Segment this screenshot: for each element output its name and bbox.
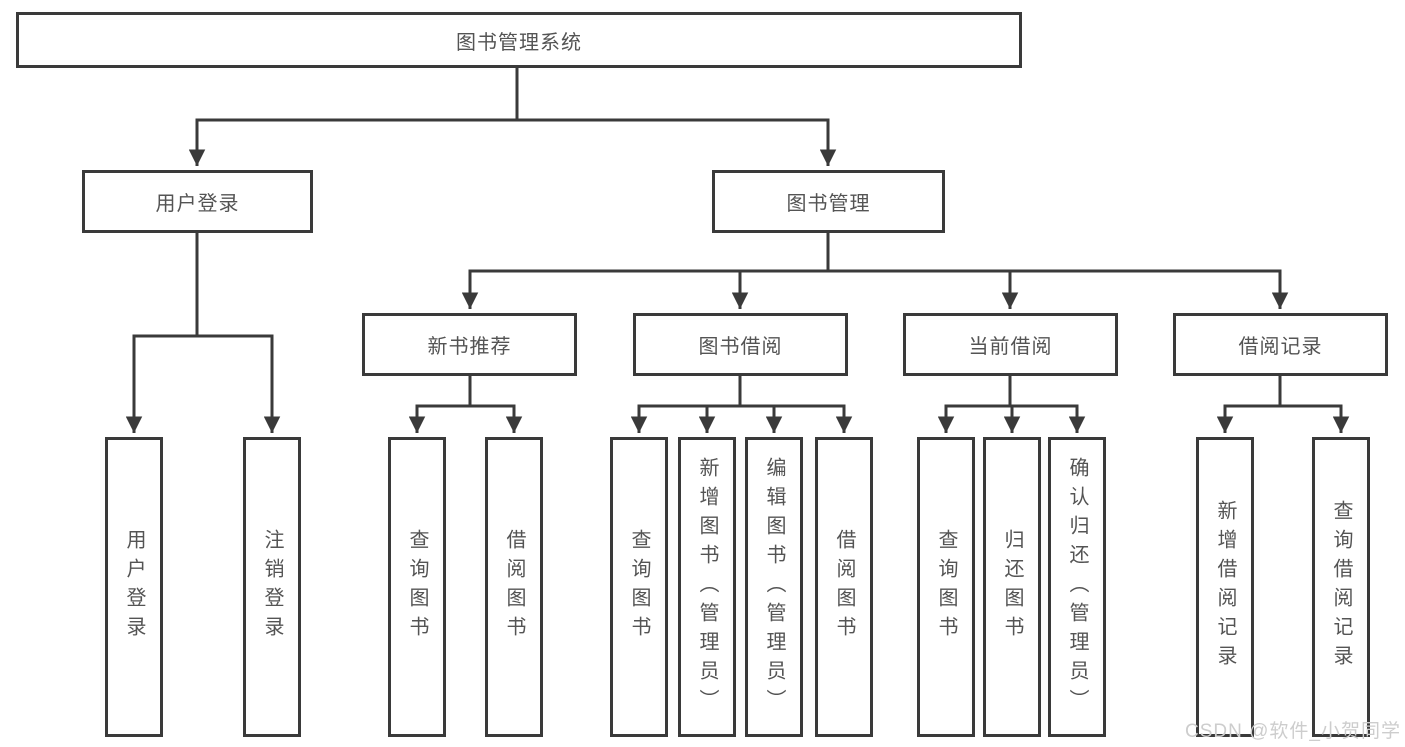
node-label: 新增借阅记录 [1214,500,1236,674]
node-label: 当前借阅 [968,336,1053,358]
leaf-user-login: 用户登录 [105,437,163,737]
leaf-query-books: 查询图书 [610,437,668,737]
node-label: 图书管理 [786,193,871,215]
node-new-book-recommend: 新书推荐 [362,313,577,376]
node-label: 图书管理系统 [456,31,582,54]
node-label: 查询图书 [935,529,957,645]
node-label: 注销登录 [261,529,283,645]
leaf-add-borrow-record: 新增借阅记录 [1196,437,1254,737]
node-label: 新书推荐 [427,336,512,358]
connector-trunks [132,66,1343,408]
node-borrowing-records: 借阅记录 [1173,313,1388,376]
leaf-query-borrow-record: 查询借阅记录 [1312,437,1370,737]
node-label: 查询借阅记录 [1330,500,1352,674]
leaf-borrow-books: 借阅图书 [485,437,543,737]
connector-arrows [125,121,1350,433]
node-book-borrowing: 图书借阅 [633,313,848,376]
leaf-return-books: 归还图书 [983,437,1041,737]
leaf-query-books: 查询图书 [388,437,446,737]
node-label: 编辑图书（管理员） [763,456,785,718]
node-label: 归还图书 [1001,529,1023,645]
node-current-borrowing: 当前借阅 [903,313,1118,376]
leaf-add-books-admin: 新增图书（管理员） [678,437,736,737]
csdn-watermark: CSDN @软件_小贺同学 [1185,721,1401,742]
leaf-query-books: 查询图书 [917,437,975,737]
node-user-login: 用户登录 [82,170,313,233]
leaf-logout: 注销登录 [243,437,301,737]
node-library-system: 图书管理系统 [16,12,1022,68]
node-label: 查询图书 [628,529,650,645]
leaf-borrow-books: 借阅图书 [815,437,873,737]
node-label: 确认归还（管理员） [1066,456,1088,718]
node-label: 新增图书（管理员） [696,456,718,718]
node-label: 查询图书 [406,529,428,645]
leaf-confirm-return-admin: 确认归还（管理员） [1048,437,1106,737]
leaf-edit-books-admin: 编辑图书（管理员） [745,437,803,737]
node-label: 用户登录 [123,529,145,645]
node-label: 借阅记录 [1238,336,1323,358]
node-label: 用户登录 [155,193,240,215]
node-label: 借阅图书 [503,529,525,645]
node-book-management: 图书管理 [712,170,945,233]
node-label: 借阅图书 [833,529,855,645]
node-label: 图书借阅 [698,336,783,358]
